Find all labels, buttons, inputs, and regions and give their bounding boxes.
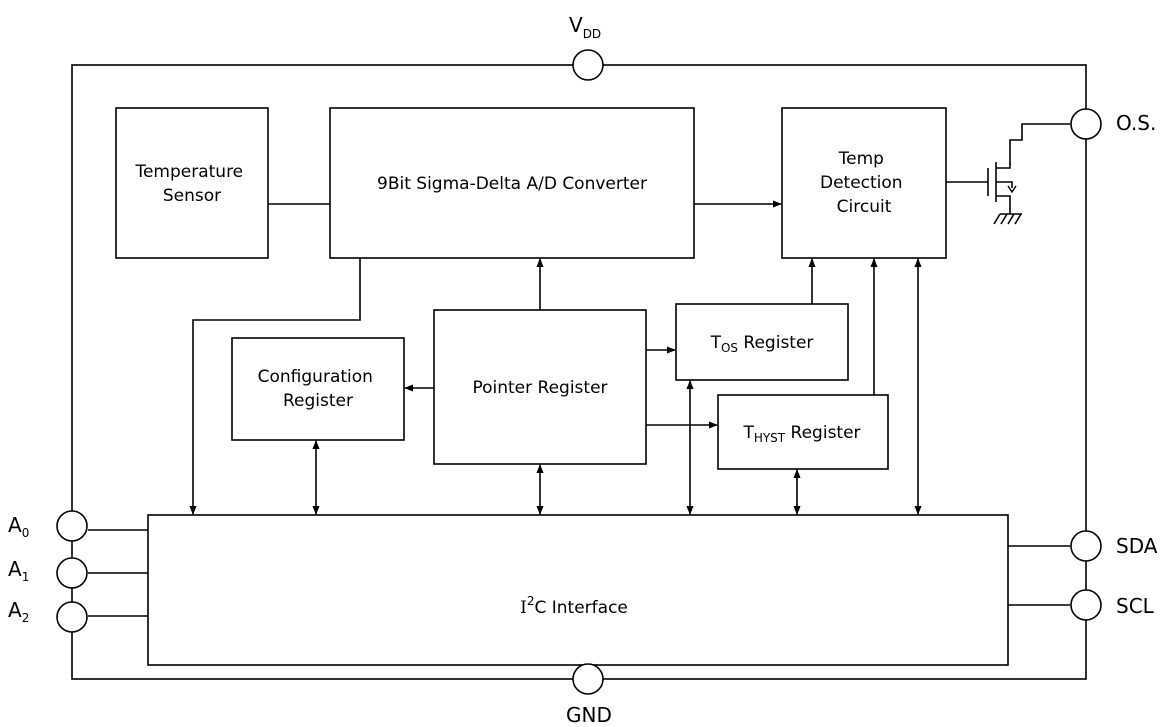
thyst-register-label: THYST Register (742, 423, 860, 445)
vdd-pin (572, 49, 604, 81)
pointer-register-label: Pointer Register (472, 378, 607, 398)
i2c-interface-block (147, 514, 1009, 666)
adc-label: 9Bit Sigma-Delta A/D Converter (377, 174, 647, 194)
gnd-pin (572, 663, 604, 695)
os-pin (1070, 108, 1102, 140)
tos-register-label: TOS Register (710, 333, 814, 355)
configuration-register-label: Configuration Register (258, 367, 379, 411)
tos-register-block (675, 303, 849, 381)
configuration-register-block (231, 337, 405, 441)
adc-to-i2c-arrow (189, 258, 361, 515)
a2-pin (56, 601, 88, 633)
thyst-register-block (717, 394, 889, 470)
scl-pin (1070, 589, 1102, 621)
a0-pin (56, 510, 88, 542)
sda-label: SDA (1116, 534, 1158, 558)
temperature-sensor-block (115, 107, 269, 259)
gnd-label: GND (566, 703, 612, 727)
a0-label: A0 (8, 513, 29, 540)
a1-pin (56, 557, 88, 589)
adc-block (329, 107, 695, 259)
vdd-label: VDD (569, 13, 601, 41)
a2-label: A2 (8, 598, 29, 625)
os-label: O.S. (1116, 111, 1156, 135)
a1-label: A1 (8, 557, 29, 584)
scl-label: SCL (1116, 594, 1155, 618)
temp-detection-label: Temp Detection Circuit (820, 149, 908, 217)
temp-detection-block (781, 107, 947, 259)
i2c-interface-label: I2C Interface (520, 594, 628, 618)
sda-pin (1070, 530, 1102, 562)
output-transistor-icon (946, 123, 1070, 225)
temperature-sensor-label: Temperature Sensor (134, 162, 248, 206)
